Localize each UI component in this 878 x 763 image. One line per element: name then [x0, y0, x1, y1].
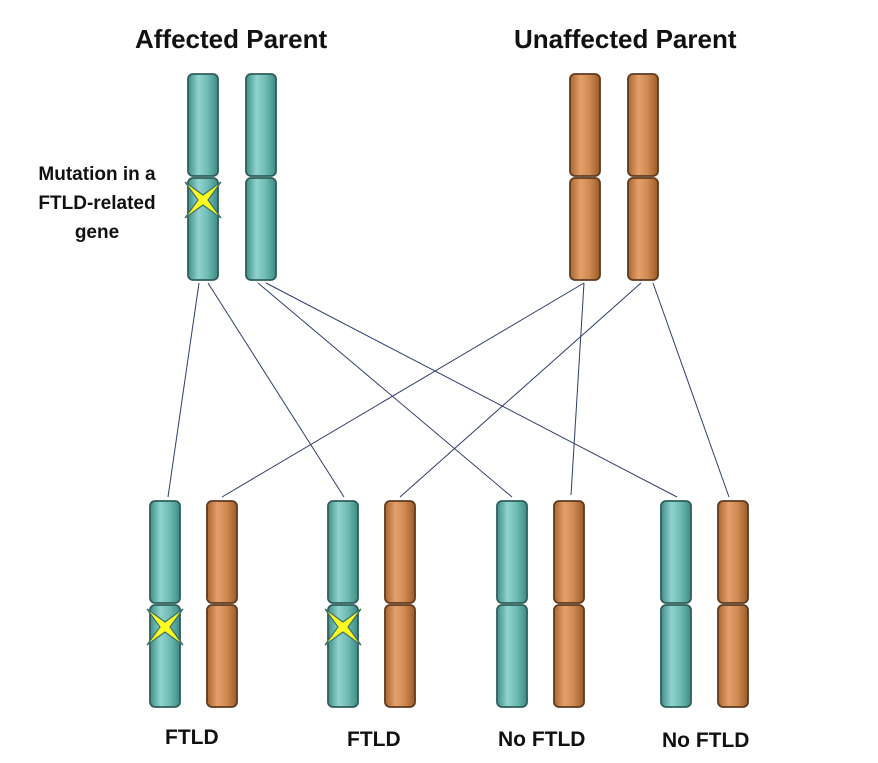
- chromosome-upper-arm: [327, 500, 359, 604]
- chromosome-lower-arm: [660, 604, 692, 708]
- child-4-label: No FTLD: [662, 729, 750, 752]
- unaffected-parent-title: Unaffected Parent: [514, 24, 737, 54]
- mutation-note: Mutation in a FTLD-related gene: [22, 160, 172, 247]
- inheritance-line-2: [207, 282, 345, 498]
- child-3-chromosome-2: [553, 500, 585, 708]
- unaffected-chromosome-1: [569, 73, 601, 281]
- chromosome-upper-arm: [149, 500, 181, 604]
- mutation-note-line-2: FTLD-related: [38, 193, 156, 214]
- chromosome-lower-arm: [627, 177, 659, 281]
- mutation-star-icon: [324, 608, 362, 646]
- inheritance-line-4: [265, 282, 678, 498]
- chromosome-upper-arm: [206, 500, 238, 604]
- inheritance-line-5: [221, 282, 585, 498]
- chromosome-upper-arm: [717, 500, 749, 604]
- mutation-star-icon: [184, 181, 222, 219]
- chromosome-lower-arm: [553, 604, 585, 708]
- chromosome-upper-arm: [569, 73, 601, 177]
- chromosomes: [146, 73, 749, 708]
- chromosome-lower-arm: [569, 177, 601, 281]
- chromosome-upper-arm: [660, 500, 692, 604]
- chromosome-lower-arm: [717, 604, 749, 708]
- unaffected-chromosome-2: [627, 73, 659, 281]
- child-3-chromosome-1: [496, 500, 528, 708]
- child-1-label: FTLD: [165, 726, 219, 749]
- inheritance-line-8: [652, 282, 730, 498]
- chromosome-upper-arm: [627, 73, 659, 177]
- inheritance-line-6: [399, 282, 642, 498]
- affected-chromosome-normal: [245, 73, 277, 281]
- child-1-chromosome-2: [206, 500, 238, 708]
- mutation-star-icon: [146, 608, 184, 646]
- child-2-label: FTLD: [347, 728, 401, 751]
- chromosome-upper-arm: [187, 73, 219, 177]
- child-2-chromosome-1: [324, 500, 362, 708]
- child-4-chromosome-2: [717, 500, 749, 708]
- chromosome-lower-arm: [496, 604, 528, 708]
- affected-chromosome-mutant: [184, 73, 222, 281]
- mutation-note-line-3: gene: [74, 222, 120, 243]
- chromosome-lower-arm: [384, 604, 416, 708]
- affected-parent-title: Affected Parent: [135, 24, 328, 54]
- inheritance-lines: [167, 282, 730, 498]
- inheritance-line-1: [167, 282, 200, 498]
- chromosome-upper-arm: [245, 73, 277, 177]
- child-3-label: No FTLD: [498, 728, 586, 751]
- child-1-chromosome-1: [146, 500, 184, 708]
- inheritance-line-3: [257, 282, 513, 498]
- child-2-chromosome-2: [384, 500, 416, 708]
- chromosome-upper-arm: [496, 500, 528, 604]
- chromosome-upper-arm: [384, 500, 416, 604]
- chromosome-upper-arm: [553, 500, 585, 604]
- chromosome-lower-arm: [245, 177, 277, 281]
- mutation-note-line-1: Mutation in a: [38, 164, 156, 185]
- chromosome-lower-arm: [206, 604, 238, 708]
- child-4-chromosome-1: [660, 500, 692, 708]
- inheritance-line-7: [570, 282, 585, 496]
